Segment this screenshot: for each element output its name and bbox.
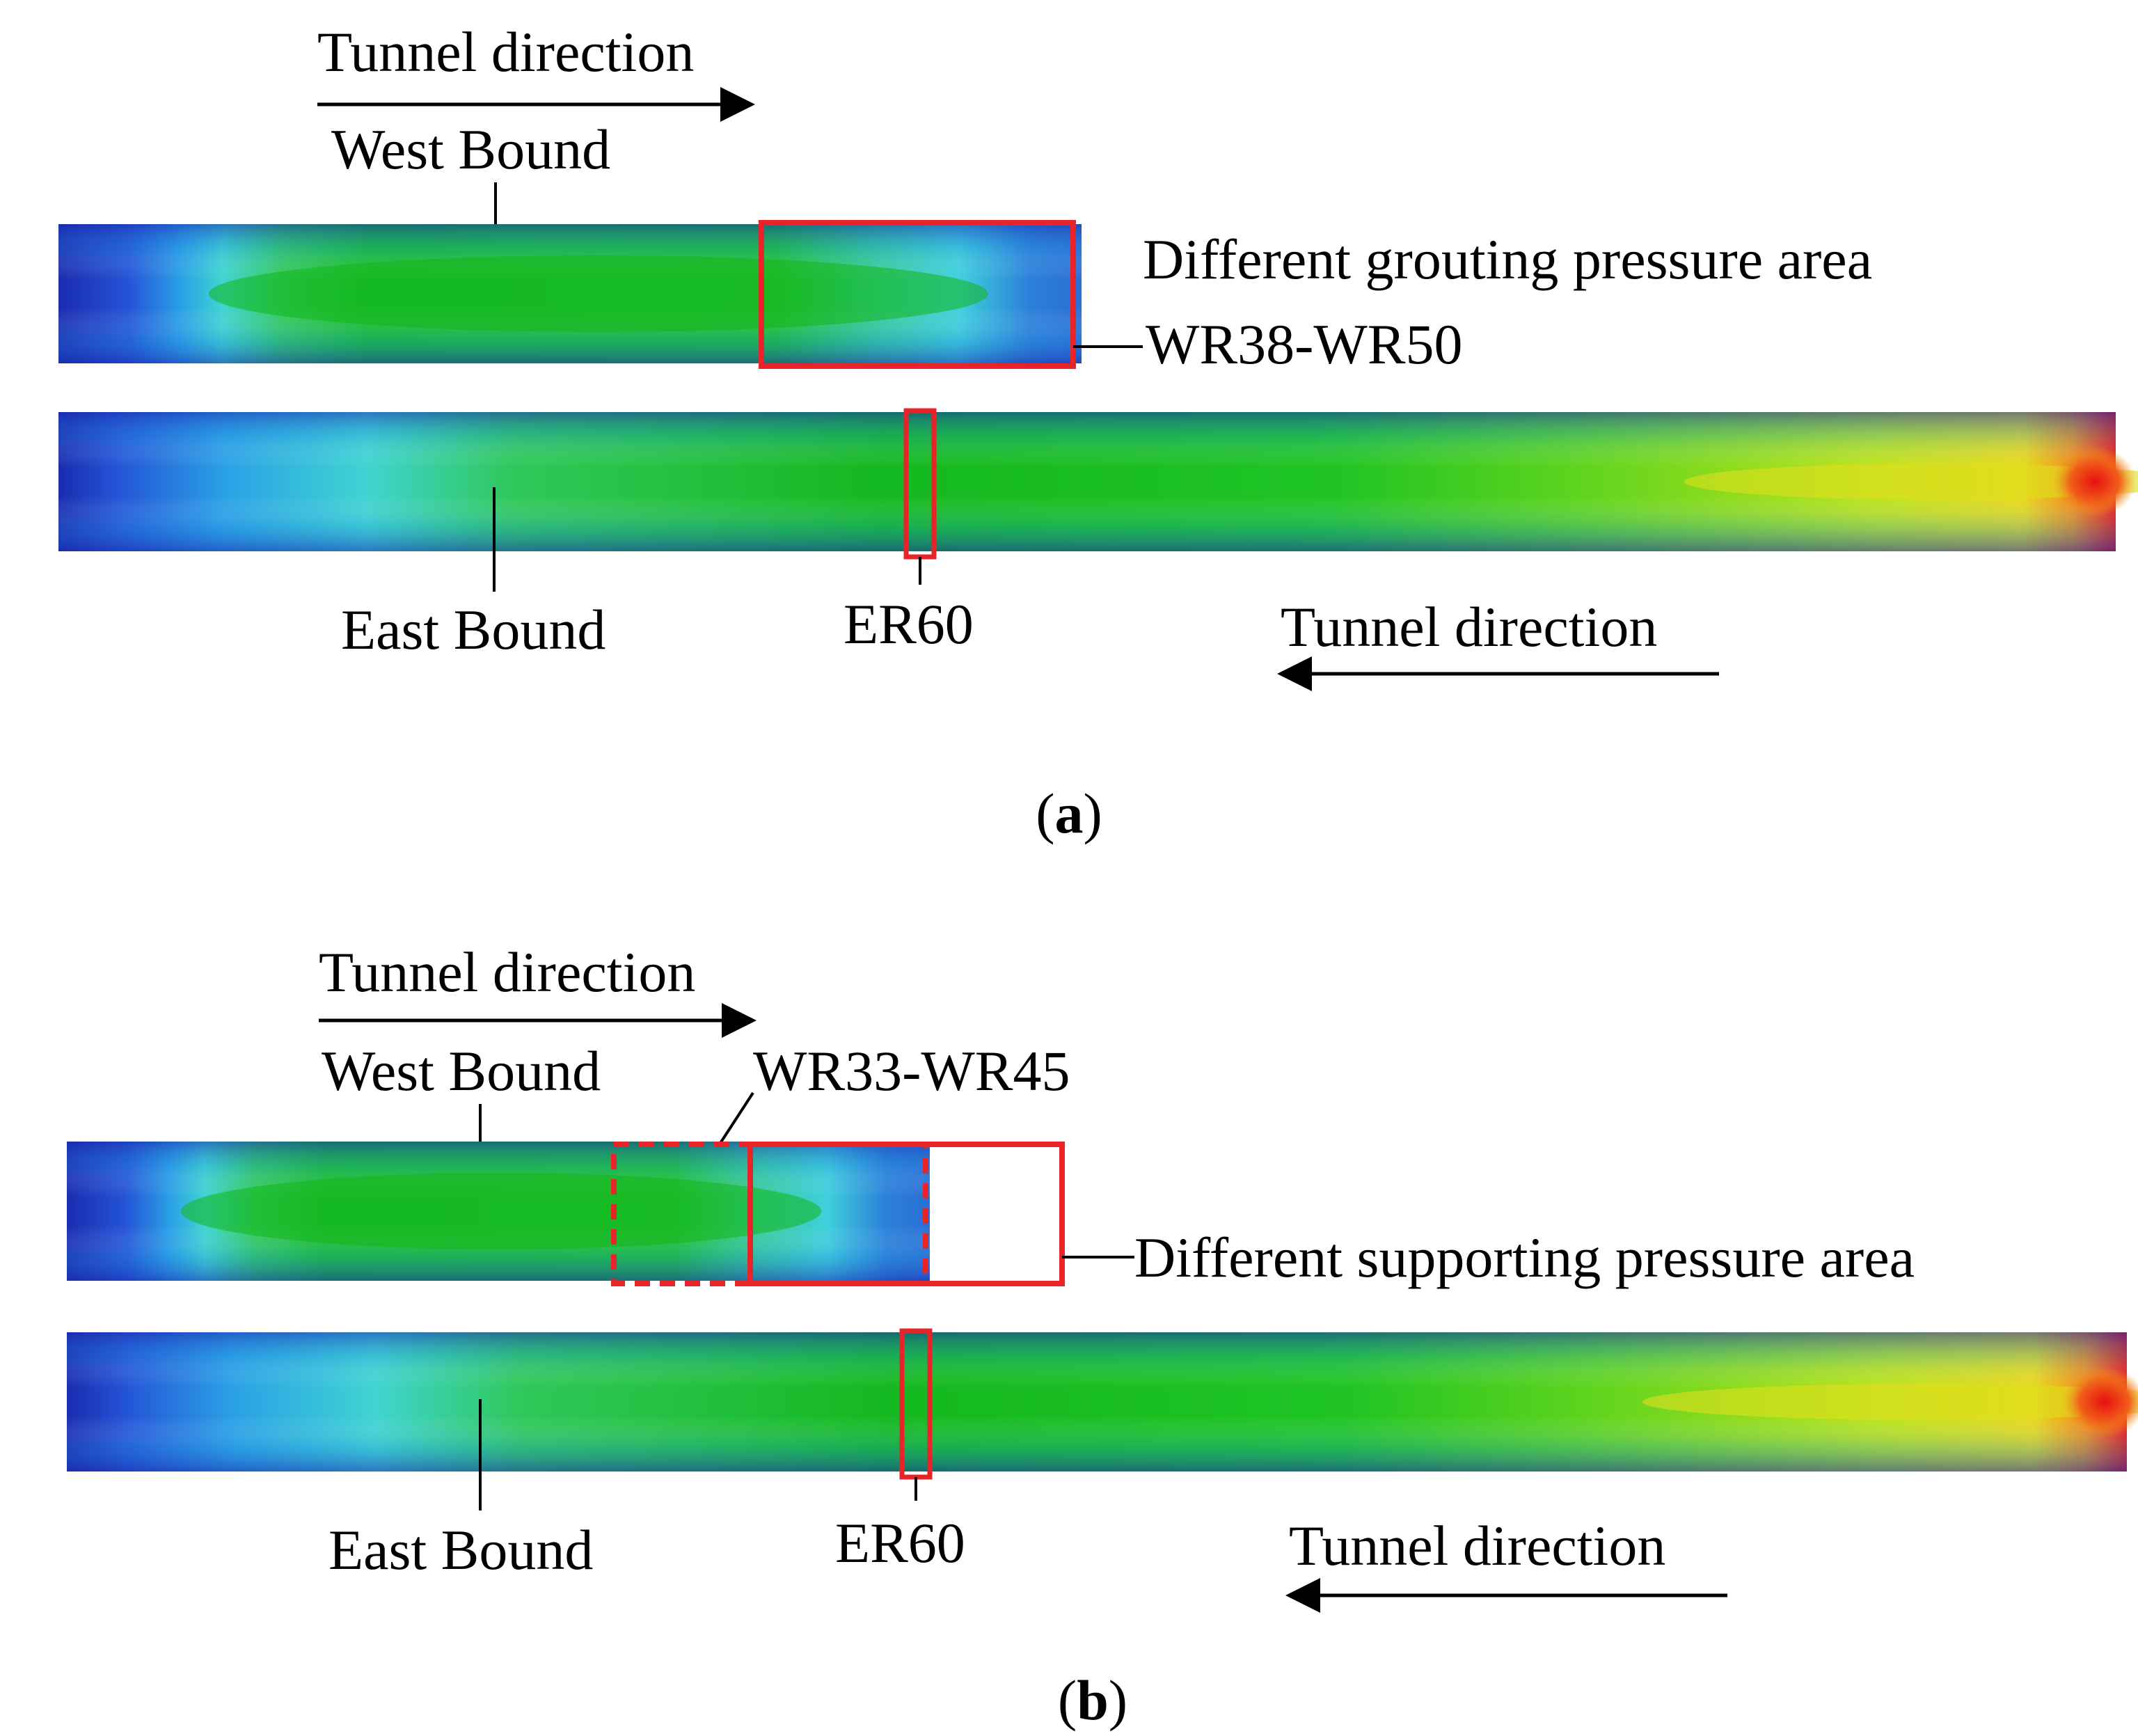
panel-a-zone-area-label: Different grouting pressure area xyxy=(1143,228,1872,291)
panel-b-er60-label: ER60 xyxy=(835,1511,965,1575)
panel-b-caption-letter: b xyxy=(1077,1668,1109,1732)
panel-a-zone-ring-label: WR38-WR50 xyxy=(1146,313,1462,376)
panel-a-east-label: East Bound xyxy=(341,598,605,661)
panel-a-er60-label: ER60 xyxy=(844,592,974,656)
panel-b-west-label: West Bound xyxy=(322,1039,601,1103)
panel-b-zone-ring-label: WR33-WR45 xyxy=(753,1039,1070,1103)
panel-a-west-label: West Bound xyxy=(331,118,610,181)
panel-a-caption: (a) xyxy=(1036,782,1102,845)
panel-b-east-tunnel xyxy=(67,1332,2138,1471)
panel-b-top-direction-label: Tunnel direction xyxy=(319,940,695,1004)
panel-b-caption: (b) xyxy=(1058,1668,1127,1732)
panel-a-top-direction-label: Tunnel direction xyxy=(317,20,694,84)
panel-b-west-tunnel xyxy=(67,1142,930,1281)
panel-a-bottom-direction-label: Tunnel direction xyxy=(1281,595,1657,658)
panel-a-west-tunnel xyxy=(58,224,1082,363)
panel-a-caption-letter: a xyxy=(1055,782,1084,845)
panel-b-bottom-direction-label: Tunnel direction xyxy=(1289,1514,1665,1577)
panel-b-zone-box xyxy=(747,1142,1065,1286)
panel-a-zone-box xyxy=(759,220,1076,369)
panel-b: Tunnel direction West Bound WR33-WR45 Di… xyxy=(67,940,2138,1732)
panel-a: Tunnel direction West Bound Different gr… xyxy=(58,20,2138,845)
panel-b-east-label: East Bound xyxy=(328,1518,593,1581)
panel-b-zone-area-label: Different supporting pressure area xyxy=(1134,1226,1915,1289)
panel-a-east-tunnel xyxy=(58,412,2138,551)
